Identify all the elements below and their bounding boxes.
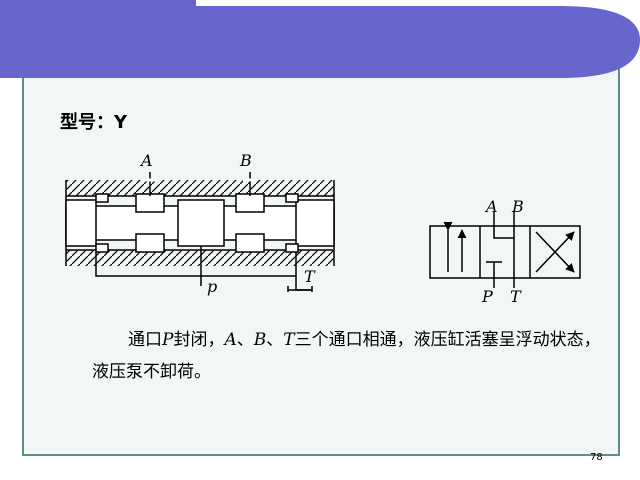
caption-sep-2: 、 — [266, 330, 284, 350]
caption-text-3: 三个通口相通，液压缸活塞呈浮动状态，液压泵不卸荷。 — [92, 330, 601, 382]
caption-sep-1: 、 — [236, 330, 254, 350]
symbol-label-b: B — [511, 197, 524, 216]
title-banner — [0, 0, 640, 78]
caption-text-1: 通口 — [128, 330, 162, 350]
caption-port-b: B — [253, 330, 267, 350]
spool — [65, 193, 335, 253]
symbol-label-a: A — [484, 197, 498, 216]
valve-label-a: A — [139, 151, 153, 170]
symbol-label-p: P — [481, 287, 493, 306]
valve-label-b: B — [239, 151, 252, 170]
description-text: 通口P封闭，A、B、T三个通口相通，液压缸活塞呈浮动状态，液压泵不卸荷。 — [92, 324, 612, 388]
caption-port-a: A — [224, 330, 237, 350]
symbol-label-t: T — [510, 287, 522, 306]
caption-port-p: P — [162, 330, 174, 350]
caption-text-2: 封闭， — [173, 330, 225, 350]
caption-port-t: T — [283, 330, 295, 350]
model-heading: 型号：Y — [60, 112, 128, 133]
valve-label-p: p — [207, 277, 217, 296]
page-number: 78 — [590, 452, 603, 463]
valve-label-t: T — [304, 267, 316, 286]
